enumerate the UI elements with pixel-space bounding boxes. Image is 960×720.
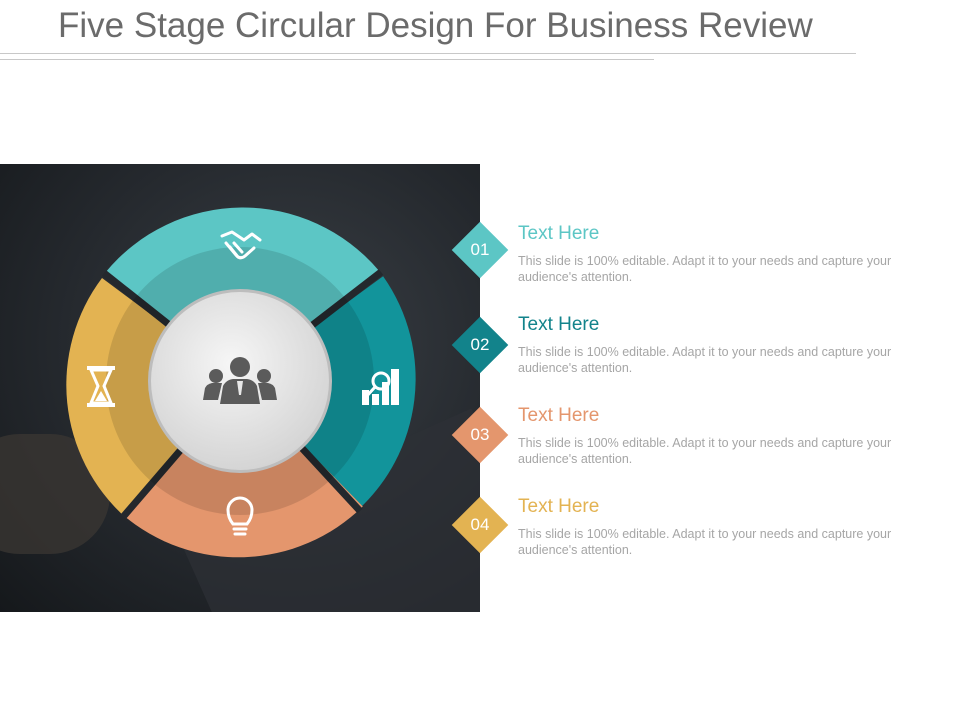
- item-title: Text Here: [518, 223, 600, 244]
- item-description: This slide is 100% editable. Adapt it to…: [518, 345, 892, 375]
- item-number: 02: [470, 335, 490, 354]
- title-rule: [0, 53, 856, 54]
- title-rule-short: [0, 59, 654, 60]
- hourglass-icon: [87, 366, 115, 407]
- item-number: 04: [470, 515, 490, 534]
- item-title: Text Here: [518, 496, 600, 517]
- slide-title: Five Stage Circular Design For Business …: [58, 6, 813, 45]
- item-description: This slide is 100% editable. Adapt it to…: [518, 436, 892, 466]
- ring-segments: [66, 207, 416, 558]
- item-number: 01: [470, 240, 490, 259]
- item-number: 03: [470, 425, 490, 444]
- handshake-icon: [220, 230, 262, 260]
- item-description: This slide is 100% editable. Adapt it to…: [518, 527, 892, 557]
- team-icon: [203, 357, 277, 404]
- item-title: Text Here: [518, 405, 600, 426]
- item-title: Text Here: [518, 314, 600, 335]
- chart-search-icon: [362, 369, 399, 405]
- item-description: This slide is 100% editable. Adapt it to…: [518, 254, 892, 284]
- lightbulb-icon: [226, 496, 254, 536]
